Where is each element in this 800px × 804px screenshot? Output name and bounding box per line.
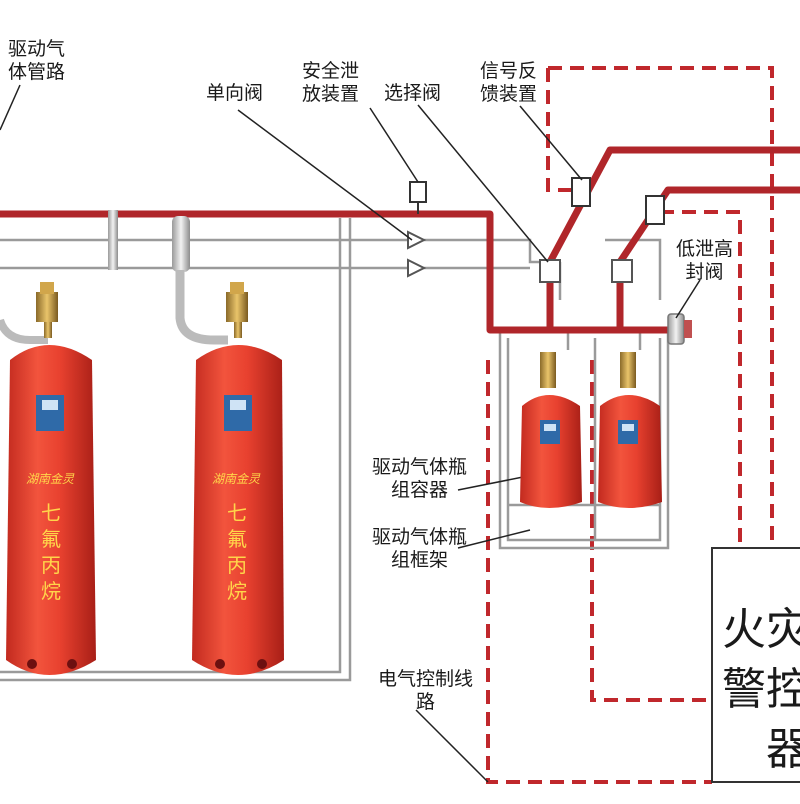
gray-pipe-top [0,238,560,264]
label-line: 安全泄 [302,60,360,82]
leader-selector-valve [417,104,549,263]
drive-cylinder-1 [520,352,582,508]
label-line: 信号反 [480,60,538,82]
cylinder-2-name-char: 氟 [227,527,247,551]
label-line: 驱动气体瓶 [372,456,468,478]
cylinder-2-name-char: 烷 [227,579,247,603]
label-selector-valve: 选择阀 [384,82,441,105]
leader-low-leak [675,279,701,319]
cylinder-1-name-char: 烷 [41,579,61,603]
check-valves [407,230,427,278]
label-line: 组框架 [391,549,449,571]
cylinder-1-name: 七 氟 丙 烷 [38,500,64,604]
check-valve-1 [407,230,427,250]
panel-line: 器 [766,724,800,775]
cylinder-2-name-char: 七 [227,501,247,525]
leader-drive-frame [457,529,531,549]
selector-valve-1 [539,259,561,283]
label-drive-cylinder-container: 驱动气体瓶 组容器 [372,456,467,502]
safety-relief-device [409,181,427,214]
control-line-signal [546,68,578,192]
low-leak-seal-valve [667,313,692,345]
panel-line: 火灾 [722,604,800,655]
control-line-inner [660,210,742,548]
agent-cylinder-2 [172,216,284,675]
control-line-mid [590,360,712,702]
label-safety-relief: 安全泄 放装置 [302,60,359,106]
label-line: 组容器 [391,479,449,501]
leader-electrical [415,709,489,783]
cylinder-2-name-char: 丙 [227,553,247,577]
label-line: 单向阀 [206,82,264,104]
signal-feedback-2 [645,195,665,225]
label-line: 馈装置 [480,83,538,105]
main-pipe-horizontal [0,210,676,334]
gray-pipe-frame-left [0,218,352,682]
check-valve-2 [407,258,427,278]
signal-feedback-1 [571,177,591,207]
drive-cylinder-2 [598,352,662,508]
label-low-leak-seal-valve: 低泄高 封阀 [676,238,733,284]
cylinder-2-brand: 湖南金灵 [212,472,261,486]
label-line: 体管路 [8,61,66,83]
cylinder-2-name: 七 氟 丙 烷 [224,500,250,604]
label-electrical-control-line: 电气控制线 路 [378,668,473,714]
label-line: 电气控制线 [378,668,474,690]
control-panel-text: 火灾 警控 器 [722,600,800,780]
label-line: 选择阀 [384,82,442,104]
leader-lines [0,84,701,783]
label-line: 低泄高 [676,238,734,260]
gray-pipe-valve-link [558,238,662,300]
gray-pipe-frame [498,330,670,550]
label-line: 驱动气 [8,38,66,60]
label-line: 放装置 [302,83,360,105]
cylinder-1-brand: 湖南金灵 [26,472,75,486]
label-line: 驱动气体瓶 [372,526,468,548]
leader-check-valve [237,109,413,241]
leader-safety-relief [369,107,419,183]
fire-alarm-control-panel [711,547,800,783]
label-line: 封阀 [685,261,724,283]
panel-line: 警控 [722,664,800,715]
selector-valve-2 [611,259,633,283]
leader-drive-container [457,475,529,491]
label-signal-feedback: 信号反 馈装置 [480,60,537,106]
signal-feedback-devices [571,177,665,225]
label-line: 路 [416,691,436,713]
main-pipe-riser-2 [616,186,800,330]
leader-drive-gas-pipe [0,84,21,131]
cylinder-1-name-char: 七 [41,501,61,525]
label-drive-cylinder-frame: 驱动气体瓶 组框架 [372,526,467,572]
label-drive-gas-pipe: 驱动气 体管路 [8,38,65,84]
control-line-outer [548,66,774,548]
cylinder-1-name-char: 氟 [41,527,61,551]
selector-valves [539,259,633,283]
leader-signal-feedback [519,105,583,181]
cylinder-1-name-char: 丙 [41,553,61,577]
gray-pipe-frame-right [0,218,342,674]
agent-cylinder-1 [0,210,118,675]
label-check-valve: 单向阀 [206,82,263,105]
